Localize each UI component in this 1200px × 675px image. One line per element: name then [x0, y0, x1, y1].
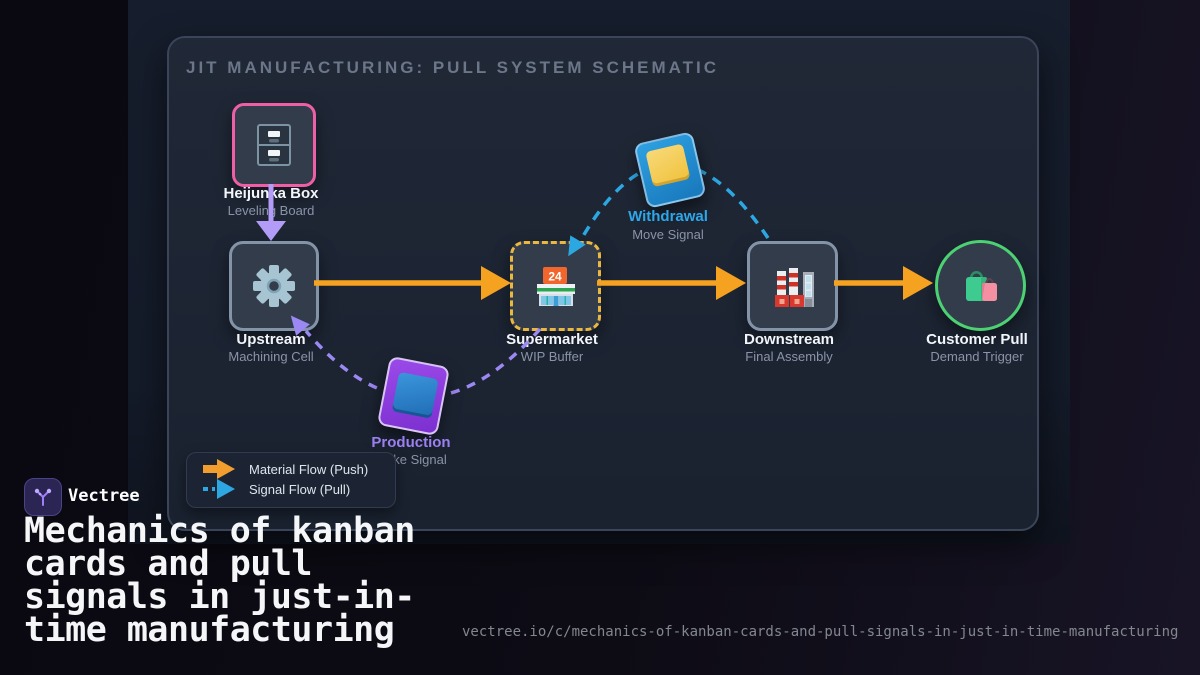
shopping-bags-icon: [965, 270, 997, 301]
legend-label-signal-flow: Signal Flow (Pull): [249, 482, 351, 497]
diagram-title: JIT MANUFACTURING: PULL SYSTEM SCHEMATIC: [186, 58, 720, 77]
kanban-card-production-note: [391, 371, 439, 419]
card-label-production: Production: [371, 434, 451, 451]
node-sublabel-supermarket: WIP Buffer: [520, 349, 584, 364]
file-cabinet-icon: [257, 124, 291, 166]
vectree-logo: [24, 478, 62, 516]
node-label-customer-pull: Customer Pull: [926, 331, 1028, 348]
factory-icon: [774, 268, 814, 307]
node-label-downstream: Downstream: [743, 331, 835, 348]
headline-line-1: Mechanics of kanban: [24, 511, 415, 551]
card-sublabel-withdrawal: Move Signal: [632, 227, 704, 242]
legend-label-material-flow: Material Flow (Push): [249, 462, 369, 477]
branch-vector-icon: [34, 488, 52, 506]
material-flow-legend-icon: [203, 459, 235, 479]
page-title: Mechanics of kanban cards and pull signa…: [24, 511, 415, 650]
node-downstream: [747, 241, 838, 331]
node-label-supermarket: Supermarket: [506, 331, 598, 348]
node-sublabel-downstream: Final Assembly: [745, 349, 833, 364]
node-sublabel-customer-pull: Demand Trigger: [930, 349, 1024, 364]
node-heijunka-box: [232, 103, 316, 187]
convenience-store-icon: 24: [536, 267, 575, 306]
headline-line-4: time manufacturing: [24, 610, 395, 650]
card-label-withdrawal: Withdrawal: [628, 208, 708, 225]
canonical-url: vectree.io/c/mechanics-of-kanban-cards-a…: [462, 624, 1179, 640]
node-supermarket: 24: [510, 241, 601, 331]
headline-line-3: signals in just-in-: [24, 577, 415, 617]
headline-line-2: cards and pull: [24, 544, 313, 584]
node-label-heijunka: Heijunka Box: [223, 185, 319, 202]
gear-icon: [253, 265, 295, 307]
store-sign-text: 24: [548, 270, 562, 284]
kanban-card-withdrawal-note: [645, 143, 691, 188]
node-customer-pull: [935, 240, 1026, 331]
node-sublabel-upstream: Machining Cell: [228, 349, 314, 364]
node-sublabel-heijunka: Leveling Board: [227, 203, 315, 218]
signal-flow-legend-icon: [203, 479, 235, 499]
node-label-upstream: Upstream: [236, 331, 306, 348]
node-upstream: [229, 241, 319, 331]
legend-box: Material Flow (Push) Signal Flow (Pull): [186, 452, 396, 508]
brand-name: Vectree: [68, 486, 140, 506]
